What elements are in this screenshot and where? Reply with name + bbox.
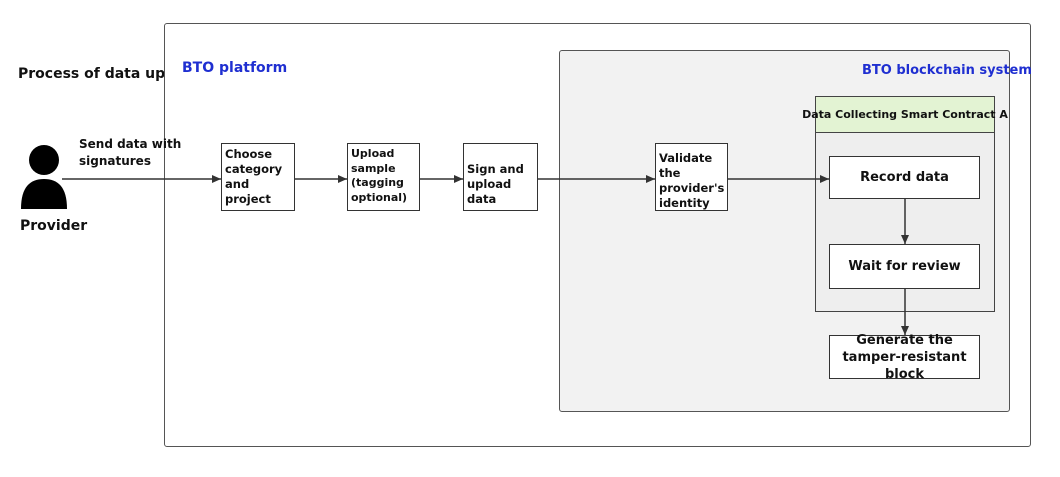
- step-generate-block: Generate the tamper-resistant block: [829, 333, 980, 382]
- contract-header: Data Collecting Smart Contract A: [802, 97, 1008, 133]
- platform-label: BTO platform: [182, 60, 288, 76]
- step-sign-upload: Sign and upload data: [463, 143, 538, 211]
- step-choose-category: Choose category and project: [221, 143, 295, 211]
- send-data-label: Send data with signatures: [79, 137, 182, 168]
- step-wait-review: Wait for review: [829, 244, 980, 289]
- person-icon: [21, 145, 67, 209]
- diagram-title: Process of data upload: [18, 66, 200, 82]
- provider-label: Provider: [20, 218, 88, 234]
- step-upload-sample: Upload sample (tagging optional): [347, 143, 420, 211]
- blockchain-label: BTO blockchain system: [862, 63, 1032, 78]
- step-validate-identity: Validate the provider's identity: [655, 143, 728, 211]
- step-record-data: Record data: [829, 156, 980, 199]
